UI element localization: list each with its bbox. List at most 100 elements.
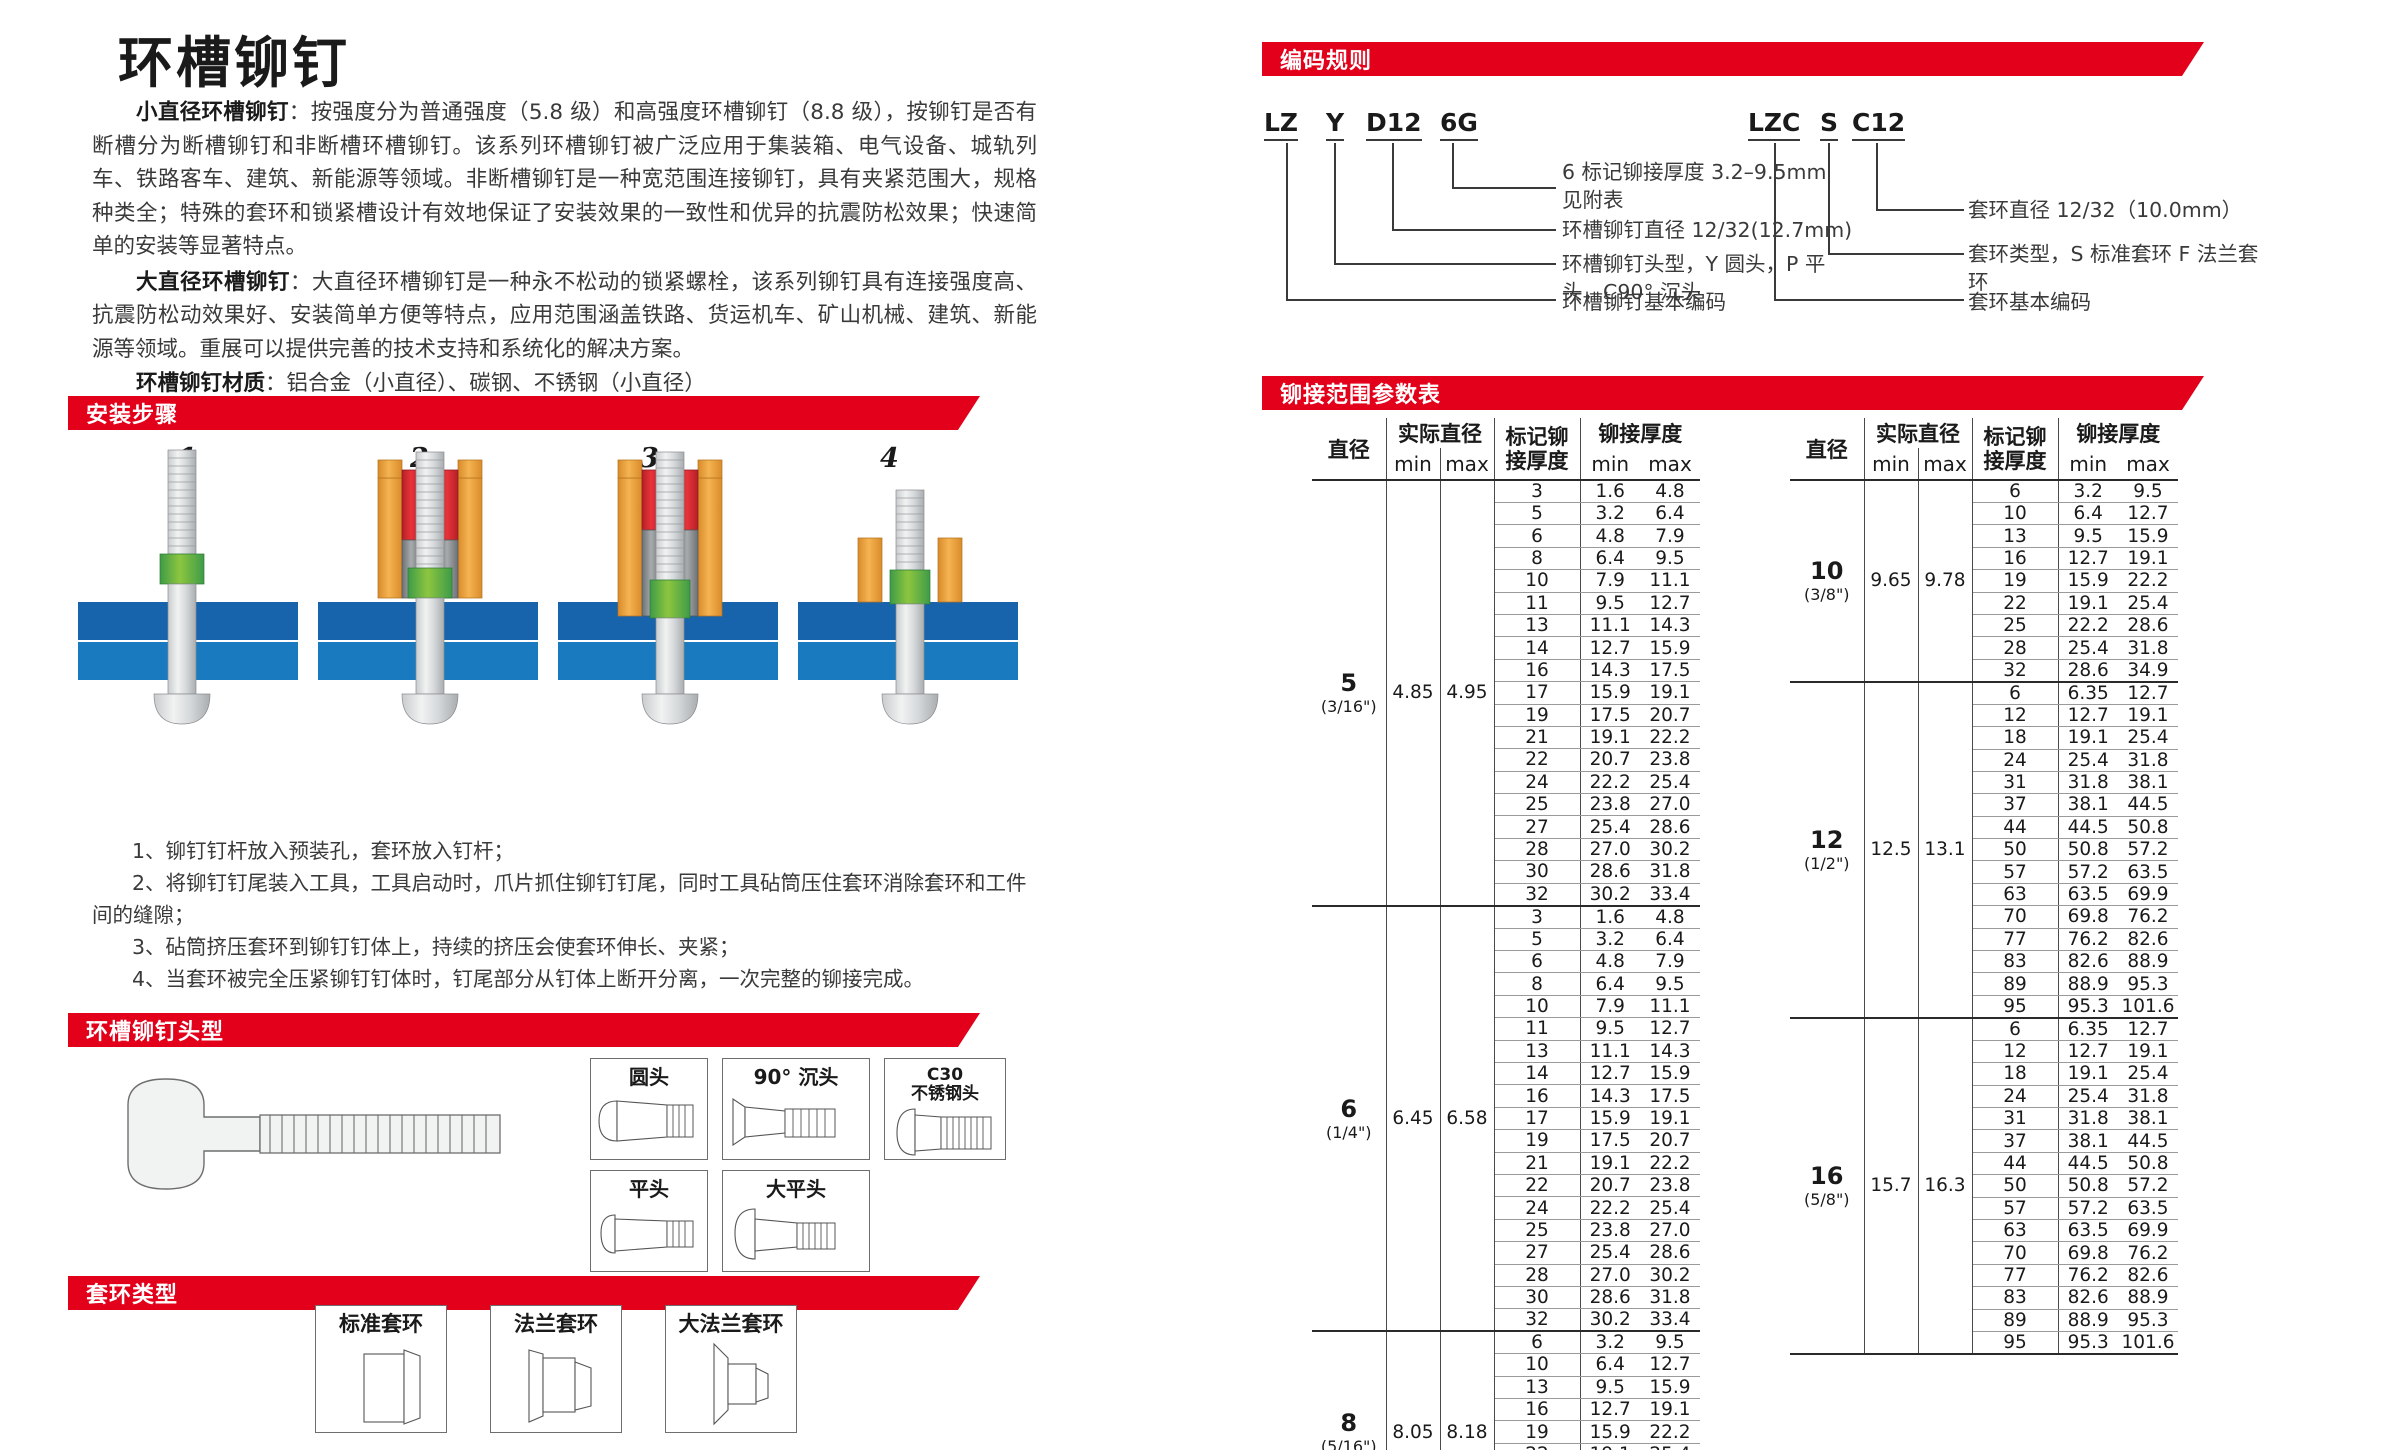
cell-min: 28.6: [1580, 1286, 1640, 1310]
cell-mark-thickness: 6: [1494, 1331, 1581, 1355]
th-mark-thickness: 标记铆接厚度: [1972, 418, 2059, 481]
cell-max: 9.5: [1640, 972, 1700, 996]
coding-desc-collar-type: 套环类型，S 标准套环 F 法兰套环: [1968, 242, 2259, 294]
material-rivet-value: ：铝合金（小直径）、碳钢、不锈钢（小直径）: [265, 371, 706, 396]
cell-min: 7.9: [1580, 569, 1640, 593]
cell-max: 6.4: [1640, 502, 1700, 526]
th-actual-min: min: [1386, 448, 1441, 481]
cell-max: 12.7: [1640, 1353, 1700, 1377]
th-actual-min: min: [1864, 448, 1919, 481]
cell-min: 20.7: [1580, 748, 1640, 772]
cell-min: 95.3: [2058, 1331, 2118, 1355]
cell-min: 82.6: [2058, 1286, 2118, 1310]
cell-min: 25.4: [1580, 815, 1640, 839]
table-header-row-1: 直径实际直径标记铆接厚度铆接厚度: [1312, 418, 1700, 481]
cell-max: 4.8: [1640, 905, 1700, 929]
cell-min: 44.5: [2058, 1152, 2118, 1176]
head-type-label-large-flat: 大平头: [766, 1177, 826, 1201]
cell-mark-thickness: 32: [1972, 659, 2059, 683]
cell-mark-thickness: 57: [1972, 1197, 2059, 1220]
cell-mark-thickness: 6: [1494, 524, 1581, 548]
cell-max: 15.9: [1640, 1062, 1700, 1086]
cell-max: 27.0: [1640, 793, 1700, 817]
step-text-1: 1、铆钉钉杆放入预装孔，套环放入钉杆；: [132, 839, 515, 863]
leader-line-y-h: [1334, 263, 1556, 265]
th-thickness-min: min: [1580, 448, 1640, 481]
cell-mark-thickness: 13: [1494, 614, 1581, 638]
cell-mark-thickness: 89: [1972, 972, 2059, 996]
cell-max: 9.5: [2118, 480, 2178, 503]
head-countersunk-svg: [732, 1097, 836, 1147]
cell-min: 15.9: [1580, 1107, 1640, 1131]
th-mark-thickness: 标记铆接厚度: [1494, 418, 1581, 481]
code-token-lzc: LZC: [1748, 108, 1801, 141]
cell-min: 20.7: [1580, 1174, 1640, 1198]
cell-min: 88.9: [2058, 972, 2118, 996]
cell-max: 44.5: [2118, 1129, 2178, 1153]
cell-min: 57.2: [2058, 860, 2118, 884]
cell-min: 22.2: [1580, 1196, 1640, 1220]
cell-min: 6.35: [2058, 1017, 2118, 1041]
cell-mark-thickness: 22: [1494, 1174, 1581, 1198]
collar-box-large-flange: 大法兰套环: [665, 1305, 797, 1433]
cell-actual-max: 9.78: [1918, 480, 1973, 683]
cell-min: 63.5: [2058, 883, 2118, 907]
cell-mark-thickness: 11: [1494, 592, 1581, 615]
head-c30-svg: [896, 1108, 992, 1156]
cell-min: 6.35: [2058, 681, 2118, 705]
cell-mark-thickness: 10: [1494, 1353, 1581, 1377]
cell-min: 6.4: [2058, 502, 2118, 526]
cell-max: 25.4: [2118, 1062, 2178, 1086]
cell-max: 31.8: [1640, 860, 1700, 884]
cell-max: 14.3: [1640, 1040, 1700, 1063]
cell-min: 63.5: [2058, 1219, 2118, 1243]
cell-max: 19.1: [1640, 681, 1700, 705]
cell-min: 1.6: [1580, 480, 1640, 503]
cell-min: 15.9: [1580, 681, 1640, 705]
installation-illustration: [60, 430, 1060, 830]
cell-max: 12.7: [2118, 681, 2178, 705]
cell-min: 88.9: [2058, 1309, 2118, 1332]
cell-mark-thickness: 8: [1494, 547, 1581, 571]
cell-max: 19.1: [1640, 1107, 1700, 1131]
cell-max: 11.1: [1640, 995, 1700, 1019]
cell-max: 23.8: [1640, 1174, 1700, 1198]
cell-actual-max: 6.58: [1440, 905, 1495, 1333]
collar-flange-svg: [528, 1349, 592, 1423]
cell-max: 12.7: [1640, 592, 1700, 615]
cell-mark-thickness: 28: [1972, 636, 2059, 660]
cell-min: 17.5: [1580, 1129, 1640, 1153]
cell-max: 31.8: [1640, 1286, 1700, 1310]
cell-mark-thickness: 24: [1972, 749, 2059, 772]
cell-max: 88.9: [2118, 1286, 2178, 1310]
cell-mark-thickness: 21: [1494, 726, 1581, 750]
cell-max: 7.9: [1640, 524, 1700, 548]
cell-mark-thickness: 12: [1972, 1040, 2059, 1064]
cell-min: 25.4: [2058, 636, 2118, 660]
head-type-box-c30: C30 不锈钢头: [884, 1058, 1006, 1160]
cell-mark-thickness: 14: [1494, 1062, 1581, 1086]
cell-mark-thickness: 3: [1494, 905, 1581, 929]
cell-min: 28.6: [2058, 659, 2118, 683]
